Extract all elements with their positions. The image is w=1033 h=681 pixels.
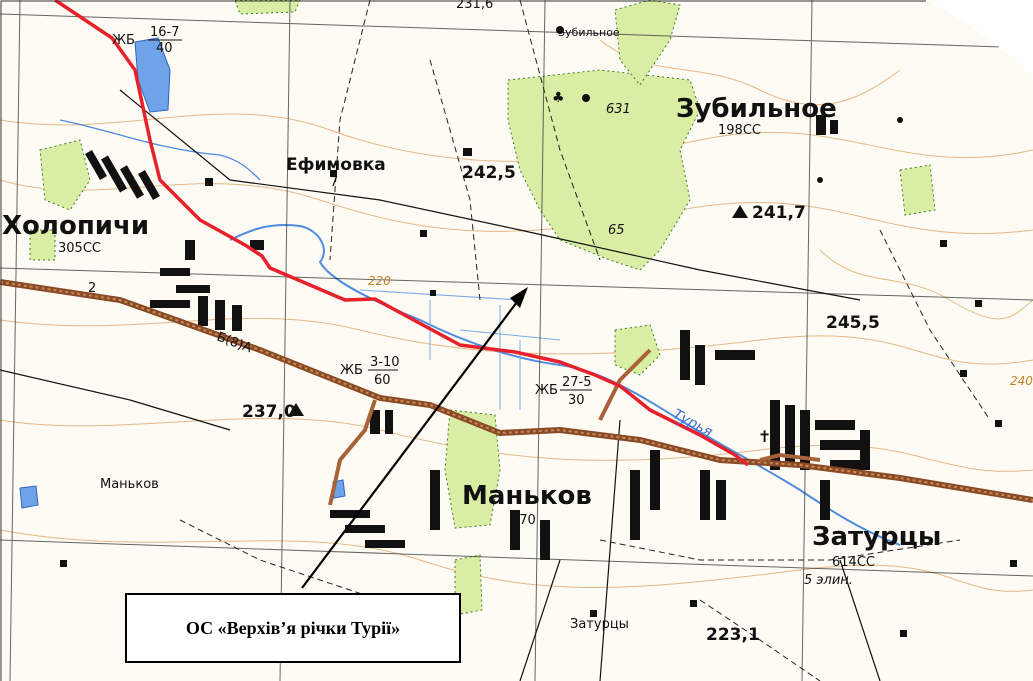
small-label-zaturtsy: Затурцы [570,617,629,632]
local-roads [0,89,881,681]
caption-text: ОС «Верхів’я річки Турії» [185,617,401,638]
elevation-242: 242,5 [462,163,516,183]
river-turya [229,224,901,546]
tree-icon: ♣ [552,90,565,106]
town-number-mankov: 270 [511,513,536,528]
main-highway [0,279,1033,503]
route-red-line [54,0,750,467]
contour-label-240: 240 [1010,374,1033,388]
elevation-231: 231,6 [456,0,493,12]
elevation-markers [288,94,748,416]
bridge3-top: 27-5 [562,375,592,390]
bridge2-top: 3-10 [370,355,400,370]
town-label-zubilnoe: Зубильное [676,94,837,124]
town-label-kholopichi: Холопичи [2,211,149,241]
elevation-237: 237,0 [242,402,296,422]
settlements [60,26,1017,637]
elevation-245: 245,5 [826,313,880,333]
caption-box: ОС «Верхів’я річки Турії» [125,593,461,663]
forest-zubilnoe [507,69,701,271]
triangle-marker-241 [732,205,748,218]
forest-zaturtsy-n [614,324,661,376]
village-label-yefimovka: Ефимовка [286,155,386,175]
bridge3-type: ЖБ [535,383,558,398]
map-border [0,0,926,681]
forest-east [899,164,936,216]
elevation-65: 65 [608,223,625,238]
forest-northeast [614,0,681,86]
elevation-223: 223,1 [706,625,760,645]
elevation-241: 241,7 [752,203,806,223]
town-label-mankov: Маньков [462,481,592,511]
forest-north [234,0,301,15]
water-bodies [19,37,901,546]
pond-west [19,485,39,509]
village-number-yefimovka: 7 [330,175,338,190]
town-code-zubilnoe: 198СС [718,123,761,138]
forest-mankov [444,409,501,529]
bridge1-bottom: 40 [156,41,173,56]
bridge1-type: ЖБ [112,33,135,48]
small-label-zubilnoe: Зубильное [558,26,620,39]
forest-west-small [29,229,56,261]
road-number: 2 [88,281,96,296]
dirt-roads [179,0,991,681]
note-zaturtsy: 5 элин. [804,573,853,588]
secondary-roads [328,348,821,506]
bridge2-bottom: 60 [374,373,391,388]
town-label-zaturtsy: Затурцы [812,522,941,552]
forest-west [39,139,91,211]
bridge1-top: 16-7 [150,25,180,40]
triangle-marker-237 [288,403,304,416]
forest-areas [29,0,936,616]
church-icon: ✝ [758,427,771,446]
river-branch [59,119,261,181]
bridge3-bottom: 30 [568,393,585,408]
town-code-kholopichi: 305СС [58,241,101,256]
small-label-mankov: Маньков [100,477,159,492]
pointer-arrow [301,287,528,589]
contour-label-220: 220 [368,274,391,288]
bridge2-type: ЖБ [340,363,363,378]
town-code-zaturtsy: 614СС [832,555,875,570]
elevation-631: 631 [606,102,631,117]
